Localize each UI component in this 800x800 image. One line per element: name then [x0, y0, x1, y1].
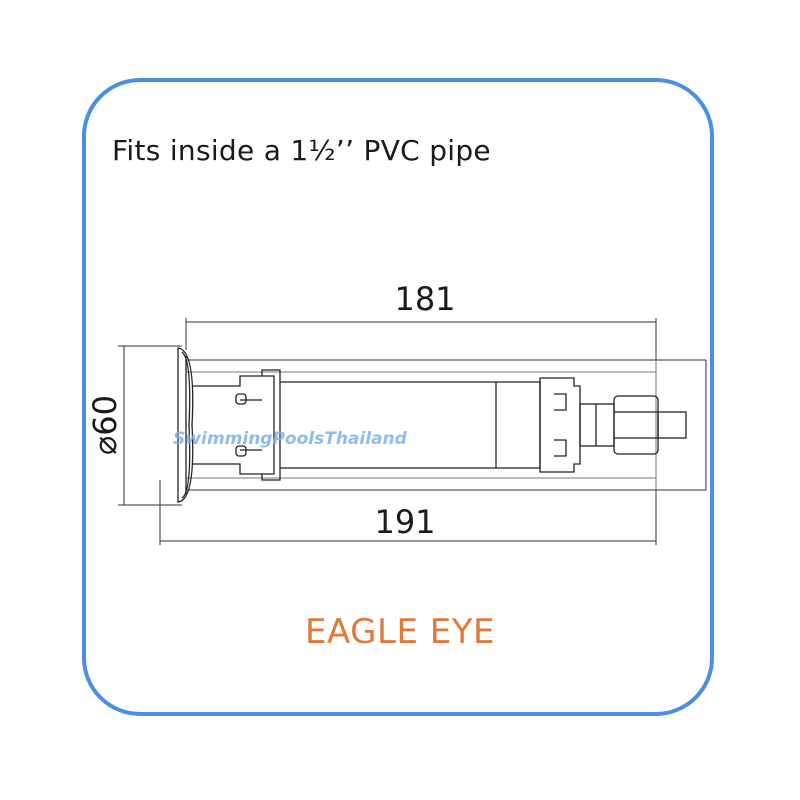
fit-caption: Fits inside a 1½’’ PVC pipe	[112, 134, 491, 167]
connector	[579, 403, 615, 447]
product-name: EAGLE EYE	[305, 612, 495, 652]
dim-181-label: 181	[394, 280, 455, 318]
cable-stub	[657, 411, 687, 439]
rear-housing	[539, 377, 581, 473]
dim-191-label: 191	[374, 503, 435, 541]
gland-nut	[613, 395, 659, 455]
face-flange	[177, 347, 194, 503]
main-cylinder	[280, 381, 541, 469]
watermark-text: SwimmingPoolsThailand	[173, 429, 407, 449]
eagle-eye-device	[177, 347, 687, 503]
clip-body	[192, 369, 281, 481]
dim-60-label: ⌀60	[86, 395, 124, 455]
rounded-frame	[82, 78, 714, 716]
